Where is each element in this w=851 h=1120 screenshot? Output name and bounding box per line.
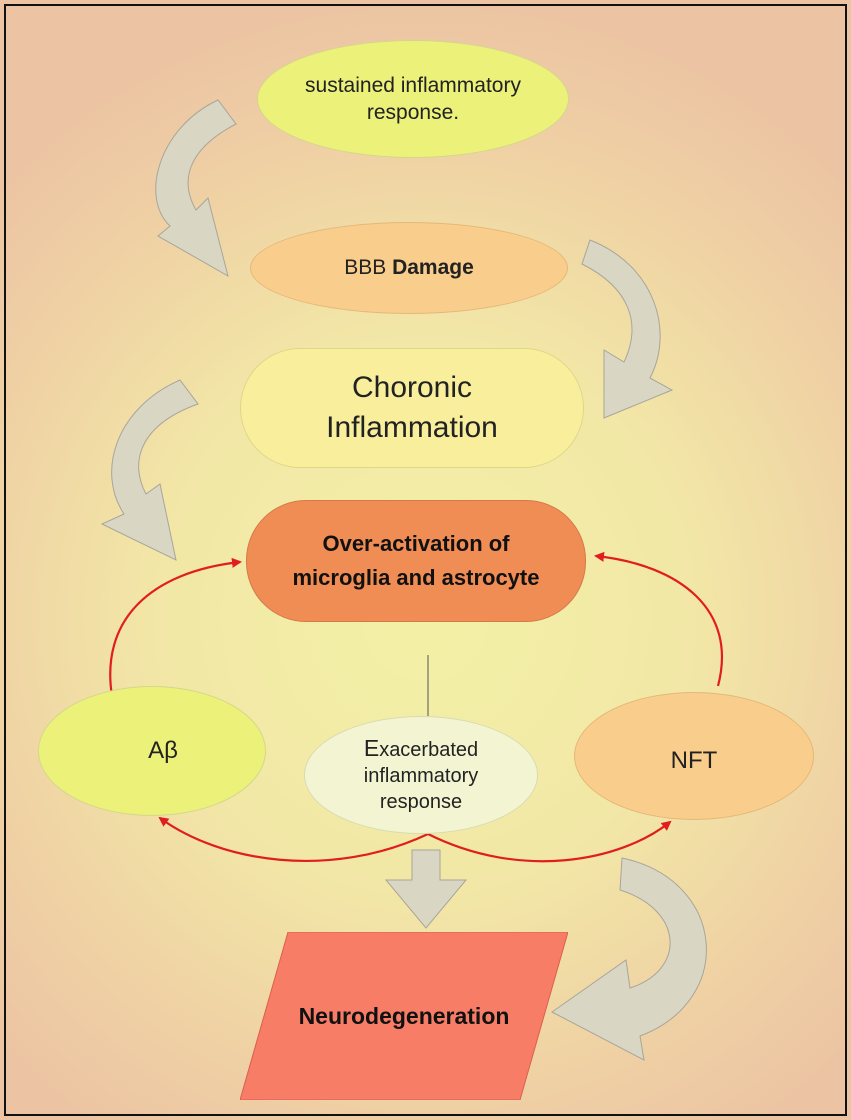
red-arrow-to-nft — [427, 820, 672, 863]
curved-arrow-1 — [155, 99, 237, 278]
sustained-label: sustained inflammatory response. — [305, 74, 521, 124]
node-sustained-inflammatory-response: sustained inflammatory response. — [257, 40, 569, 158]
overactivation-label: Over-activation of microglia and astrocy… — [292, 531, 540, 590]
nft-label: NFT — [670, 747, 718, 774]
node-abeta: Aβ — [38, 686, 266, 816]
curved-arrow-2 — [581, 239, 674, 419]
abeta-label: Aβ — [148, 737, 178, 764]
neurodegeneration-shape — [240, 932, 568, 1100]
curved-arrow-3 — [100, 379, 199, 561]
exacerbated-initial: E — [363, 735, 380, 761]
node-chronic-inflammation: Choronic Inflammation — [240, 348, 584, 468]
chronic-label: Choronic Inflammation — [326, 371, 498, 444]
neurodegeneration-label: Neurodegeneration — [298, 1002, 510, 1029]
exacerbated-label: Exacerbated inflammatory response — [327, 735, 515, 815]
red-arrow-abeta-to-overactivation — [109, 557, 242, 697]
node-neurodegeneration: Neurodegeneration — [240, 932, 568, 1100]
bbb-label: BBB — [344, 256, 387, 279]
node-overactivation: Over-activation of microglia and astrocy… — [246, 500, 586, 622]
node-nft: NFT — [574, 692, 814, 820]
damage-label: Damage — [392, 256, 474, 279]
node-bbb-damage: BBB Damage — [250, 222, 568, 314]
node-exacerbated-response: Exacerbated inflammatory response — [304, 716, 538, 834]
exacerbated-rest: xacerbated inflammatory response — [363, 739, 479, 813]
curved-arrow-4 — [551, 857, 707, 1061]
red-arrow-to-abeta — [158, 816, 429, 862]
red-arrow-nft-to-overactivation — [594, 551, 724, 687]
down-arrow — [384, 849, 468, 929]
